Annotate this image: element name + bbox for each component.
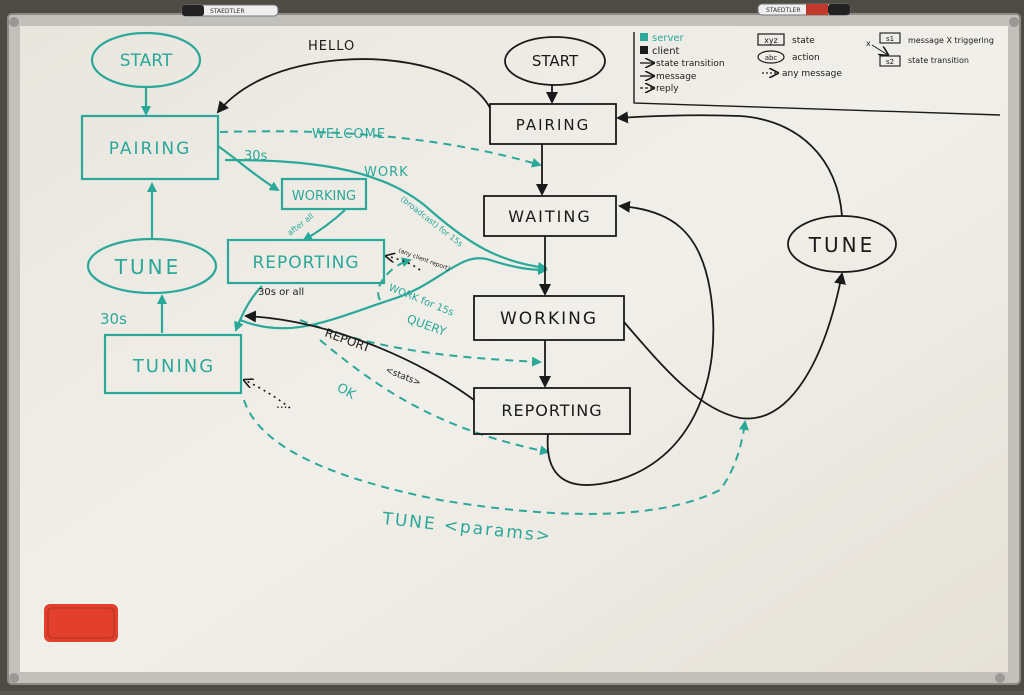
frame-corner	[9, 17, 19, 27]
server-tune-action	[86, 237, 218, 295]
client-waiting-label: WAITING	[508, 207, 591, 226]
client-start-label: START	[532, 52, 579, 70]
legend: server client state transition message r…	[633, 32, 1001, 116]
legend-reply-label: reply	[656, 84, 679, 94]
server-pairing-state	[80, 114, 220, 181]
legend-triggering-label: message X triggering	[908, 36, 994, 45]
legend-client-label: client	[652, 46, 680, 57]
legend-server-label: server	[652, 33, 685, 44]
marker-label: STAEDTLER	[210, 8, 245, 15]
client-any-messages	[244, 256, 421, 409]
legend-server-swatch	[640, 33, 648, 41]
legend-client-swatch	[640, 46, 648, 54]
client-reporting-state	[473, 387, 631, 435]
server-start-label: START	[120, 51, 173, 71]
board-surface	[20, 26, 1008, 672]
legend-s1-symbol: s1	[886, 35, 894, 43]
client-reporting-label: REPORTING	[501, 401, 602, 420]
legend-action-label: action	[792, 53, 820, 63]
server-working-state	[280, 177, 368, 211]
marker-pen: STAEDTLER	[757, 3, 851, 16]
server-reporting-label: REPORTING	[252, 253, 359, 273]
client-tune-label: TUNE	[808, 233, 875, 257]
legend-message-label: message	[656, 72, 697, 82]
server-tuning-label: TUNING	[132, 356, 215, 377]
server-pairing-label: PAIRING	[109, 139, 192, 159]
legend-state-transition2-label: state transition	[908, 56, 969, 65]
legend-action-symbol: abc	[765, 54, 778, 62]
frame-corner	[9, 673, 19, 683]
marker-pen: STAEDTLER	[181, 4, 279, 17]
legend-state-transition-label: state transition	[656, 59, 725, 69]
message-welcome: WELCOME	[312, 127, 386, 142]
client-working-state	[473, 295, 625, 341]
legend-any-message-label: any message	[782, 69, 842, 79]
message-hello: HELLO	[308, 39, 355, 54]
message-any-ellipsis: ...	[276, 397, 287, 411]
server-tuning-state	[103, 333, 243, 395]
frame-corner	[995, 673, 1005, 683]
server-30s-or-all-note: 30s or all	[258, 287, 304, 298]
server-tune-30s-label: 30s	[100, 310, 127, 328]
legend-state-symbol: xyz	[764, 36, 778, 45]
client-working-label: WORKING	[500, 309, 598, 329]
client-state-machine	[216, 36, 897, 486]
server-30s-label: 30s	[244, 149, 268, 164]
legend-s2-symbol: s2	[886, 58, 894, 66]
legend-state-label: state	[792, 36, 815, 46]
server-working-label: WORKING	[292, 189, 356, 204]
client-pairing-label: PAIRING	[516, 116, 590, 134]
client-labels: START PAIRING WAITING WORKING REPORTING …	[500, 52, 875, 420]
legend-x-symbol: x	[866, 39, 871, 48]
frame-corner	[1009, 17, 1019, 27]
whiteboard-eraser	[44, 604, 118, 642]
client-pairing-state	[489, 103, 617, 145]
marker-label: STAEDTLER	[766, 7, 801, 14]
client-start-node	[504, 36, 606, 86]
client-waiting-state	[483, 195, 617, 237]
message-work: WORK	[364, 165, 409, 180]
server-tune-label: TUNE	[114, 255, 181, 279]
